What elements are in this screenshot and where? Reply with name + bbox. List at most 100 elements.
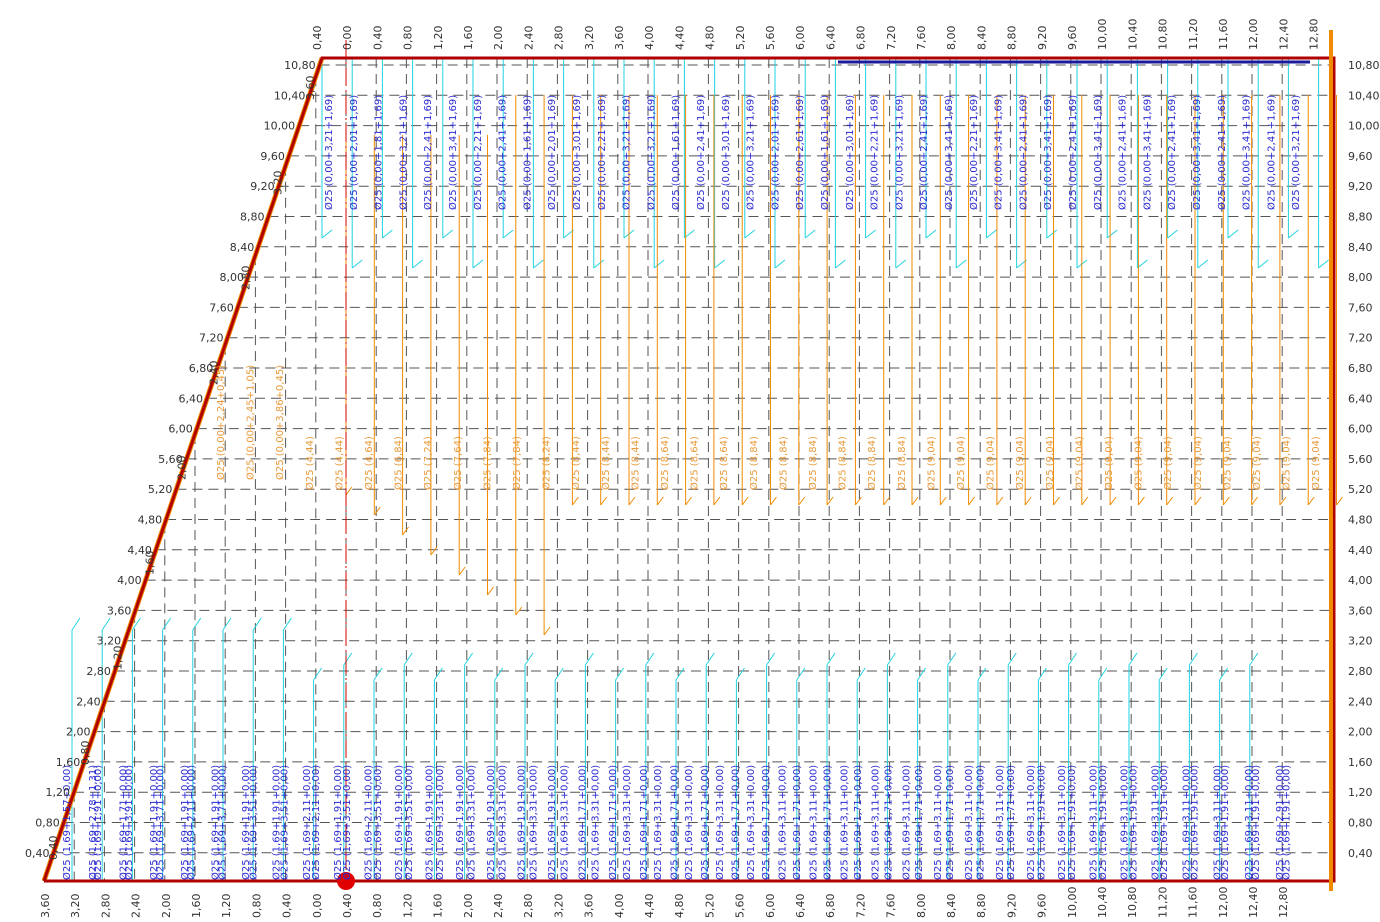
rebar-hook bbox=[464, 652, 474, 666]
middle-rebar-label: Ø25 (0,00+2,24+0,45) bbox=[215, 365, 227, 480]
rebar-hook bbox=[1068, 652, 1078, 666]
bottom-rebar-label: Ø25 (1,69+3,31+0,00) bbox=[714, 765, 726, 880]
top-rebar-label: Ø25 (0,00+2,41+1,69) bbox=[918, 95, 930, 210]
rebar-hook bbox=[713, 496, 721, 506]
middle-rebar-label: Ø25 (8,44) bbox=[600, 436, 612, 490]
middle-rebar-label: Ø25 (8,84) bbox=[896, 436, 908, 490]
rebar-hook bbox=[1007, 652, 1017, 666]
middle-rebar-label: Ø25 (8,64) bbox=[689, 436, 701, 490]
rebar-hook bbox=[804, 229, 816, 239]
left-axis-label: 7,20 bbox=[199, 332, 224, 345]
middle-rebar-label: Ø25 (0,00+2,45+1,05) bbox=[245, 365, 257, 480]
rebar-hook bbox=[343, 652, 353, 666]
top-axis-label: 4,40 bbox=[673, 26, 686, 51]
top-axis-label: 1,20 bbox=[432, 26, 445, 51]
rebar-hook bbox=[487, 586, 494, 596]
top-axis-label: 7,20 bbox=[885, 26, 898, 51]
bottom-rebar-label-secondary: Ø25 (1,69+1,91+0,00) bbox=[1189, 765, 1201, 880]
rebar-hook bbox=[313, 667, 323, 681]
rebar-hook bbox=[955, 259, 967, 269]
top-rebar-label: Ø25 (0,00+1,81+1,69) bbox=[373, 95, 385, 210]
bottom-rebar-label-secondary: Ø25 (1,69+1,91+0,00) bbox=[148, 765, 160, 880]
rebar-hook bbox=[977, 667, 987, 681]
bottom-axis-label: 11,60 bbox=[1187, 887, 1200, 919]
middle-rebar-label: Ø25 (8,84) bbox=[866, 436, 878, 490]
bottom-rebar-label-secondary: Ø25 (1,69+1,91+0,00) bbox=[179, 765, 191, 880]
top-rebar-label: Ø25 (0,00+3,21+1,69) bbox=[621, 95, 633, 210]
bottom-rebar-label-secondary: Ø25 (1,69+1,91+0,00) bbox=[424, 765, 436, 880]
left-axis-label: 7,60 bbox=[209, 301, 234, 314]
middle-rebar-label: Ø25 (8,84) bbox=[748, 436, 760, 490]
left-axis-label: 10,00 bbox=[264, 120, 296, 133]
bottom-rebar-label: Ø25 (1,69+3,11+0,00) bbox=[1243, 765, 1255, 880]
slanted-edge-label: 3,60 bbox=[304, 76, 317, 101]
rebar-hook bbox=[1288, 229, 1299, 239]
middle-rebar-label: Ø25 (9,04) bbox=[1310, 436, 1322, 490]
bottom-rebar-label: Ø25 (1,69+1,91+0,00) bbox=[92, 765, 104, 880]
top-axis-label: 7,60 bbox=[915, 26, 928, 51]
rebar-hook bbox=[515, 606, 523, 616]
rebar-hook bbox=[1257, 259, 1269, 269]
middle-rebar-label: Ø25 (9,04) bbox=[925, 436, 937, 490]
top-rebar-label: Ø25 (0,00+3,21+1,69) bbox=[645, 95, 657, 210]
right-axis-label: 2,80 bbox=[1348, 665, 1373, 678]
rebar-hook bbox=[883, 496, 891, 506]
bottom-rebar-label: Ø25 (1,69+3,11+0,00) bbox=[776, 765, 788, 880]
rebar-hook bbox=[939, 496, 947, 506]
middle-rebar-label: Ø25 (7,84) bbox=[511, 436, 523, 490]
bottom-rebar-label: Ø25 (1,69+3,11+0,00) bbox=[839, 765, 851, 880]
top-rebar-label: Ø25 (0,00+2,01+1,69) bbox=[769, 95, 781, 210]
rebar-hook bbox=[1188, 652, 1198, 666]
middle-rebar-label: Ø25 (8,64) bbox=[659, 436, 671, 490]
rebar-hook bbox=[645, 652, 655, 666]
rebar-hook bbox=[1109, 496, 1117, 506]
bottom-rebar-label-secondary: Ø25 (1,69+2,11+0,00) bbox=[362, 765, 374, 880]
rebar-hook bbox=[968, 496, 975, 506]
rebar-hook bbox=[1222, 496, 1230, 506]
rebar-hook bbox=[1138, 496, 1145, 506]
top-axis-label: 10,80 bbox=[1157, 19, 1170, 51]
top-axis-label: 8,40 bbox=[975, 26, 988, 51]
bottom-rebar-label: Ø25 (1,69+3,51+0,00) bbox=[248, 765, 260, 880]
rebar-hook bbox=[345, 486, 353, 496]
right-axis-label: 6,80 bbox=[1348, 362, 1373, 375]
bottom-rebar-label: Ø25 (1,69+3,11+0,00) bbox=[1181, 765, 1193, 880]
slab-boundary bbox=[42, 56, 1336, 883]
right-axis-label: 2,40 bbox=[1348, 695, 1373, 708]
top-rebar-label: Ø25 (0,00+2,21+1,69) bbox=[968, 95, 980, 210]
rebar-hook bbox=[412, 259, 423, 269]
bottom-axis-label: 2,40 bbox=[130, 894, 143, 919]
rebar-hook bbox=[101, 617, 111, 631]
top-axis-label: 12,40 bbox=[1277, 19, 1290, 51]
bottom-axis-label: 8,80 bbox=[975, 894, 988, 919]
top-axis-label: 3,60 bbox=[613, 26, 626, 51]
bottom-rebar-label: Ø25 (1,69+3,31+0,00) bbox=[434, 765, 446, 880]
top-rebar-label: Ø25 (0,00+1,61+1,69) bbox=[819, 95, 831, 210]
rebar-hook bbox=[1053, 496, 1060, 506]
rebar-hook bbox=[1279, 496, 1287, 506]
top-axis-label: 9,20 bbox=[1036, 26, 1049, 51]
rebar-hook bbox=[947, 652, 957, 666]
left-axis-label: 3,20 bbox=[97, 635, 122, 648]
middle-rebar-label: Ø25 (9,04) bbox=[1221, 436, 1233, 490]
bottom-rebar-label: Ø25 (1,69+3,11+0,00) bbox=[901, 765, 913, 880]
bottom-rebar-label-secondary: Ø25 (1,69+1,71+0,00) bbox=[668, 765, 680, 880]
bottom-axis-label: 12,00 bbox=[1217, 887, 1230, 919]
left-axis-label: 9,60 bbox=[260, 150, 285, 163]
top-rebar-label: Ø25 (0,00+3,21+1,69) bbox=[893, 95, 905, 210]
rebar-hook bbox=[282, 617, 292, 631]
bottom-rebar-label-secondary: Ø25 (1,69+1,91+0,00) bbox=[393, 765, 405, 880]
left-axis-label: 3,60 bbox=[107, 604, 132, 617]
middle-rebar-label: Ø25 (8,84) bbox=[837, 436, 849, 490]
rebar-hook bbox=[770, 496, 777, 506]
bottom-axis-label: 2,80 bbox=[99, 894, 112, 919]
right-axis-label: 4,00 bbox=[1348, 574, 1373, 587]
right-axis-label: 8,80 bbox=[1348, 211, 1373, 224]
rebar-hook bbox=[593, 259, 605, 269]
bottom-rebar-label: Ø25 (1,69+3,11+0,00) bbox=[1212, 765, 1224, 880]
bottom-axis-label: 6,40 bbox=[794, 894, 807, 919]
bottom-axis-label: 5,60 bbox=[734, 894, 747, 919]
right-axis-label: 2,00 bbox=[1348, 726, 1373, 739]
bottom-rebar-label-secondary: Ø25 (1,69+2,11+0,00) bbox=[301, 765, 313, 880]
top-axis-label: 4,00 bbox=[643, 26, 656, 51]
